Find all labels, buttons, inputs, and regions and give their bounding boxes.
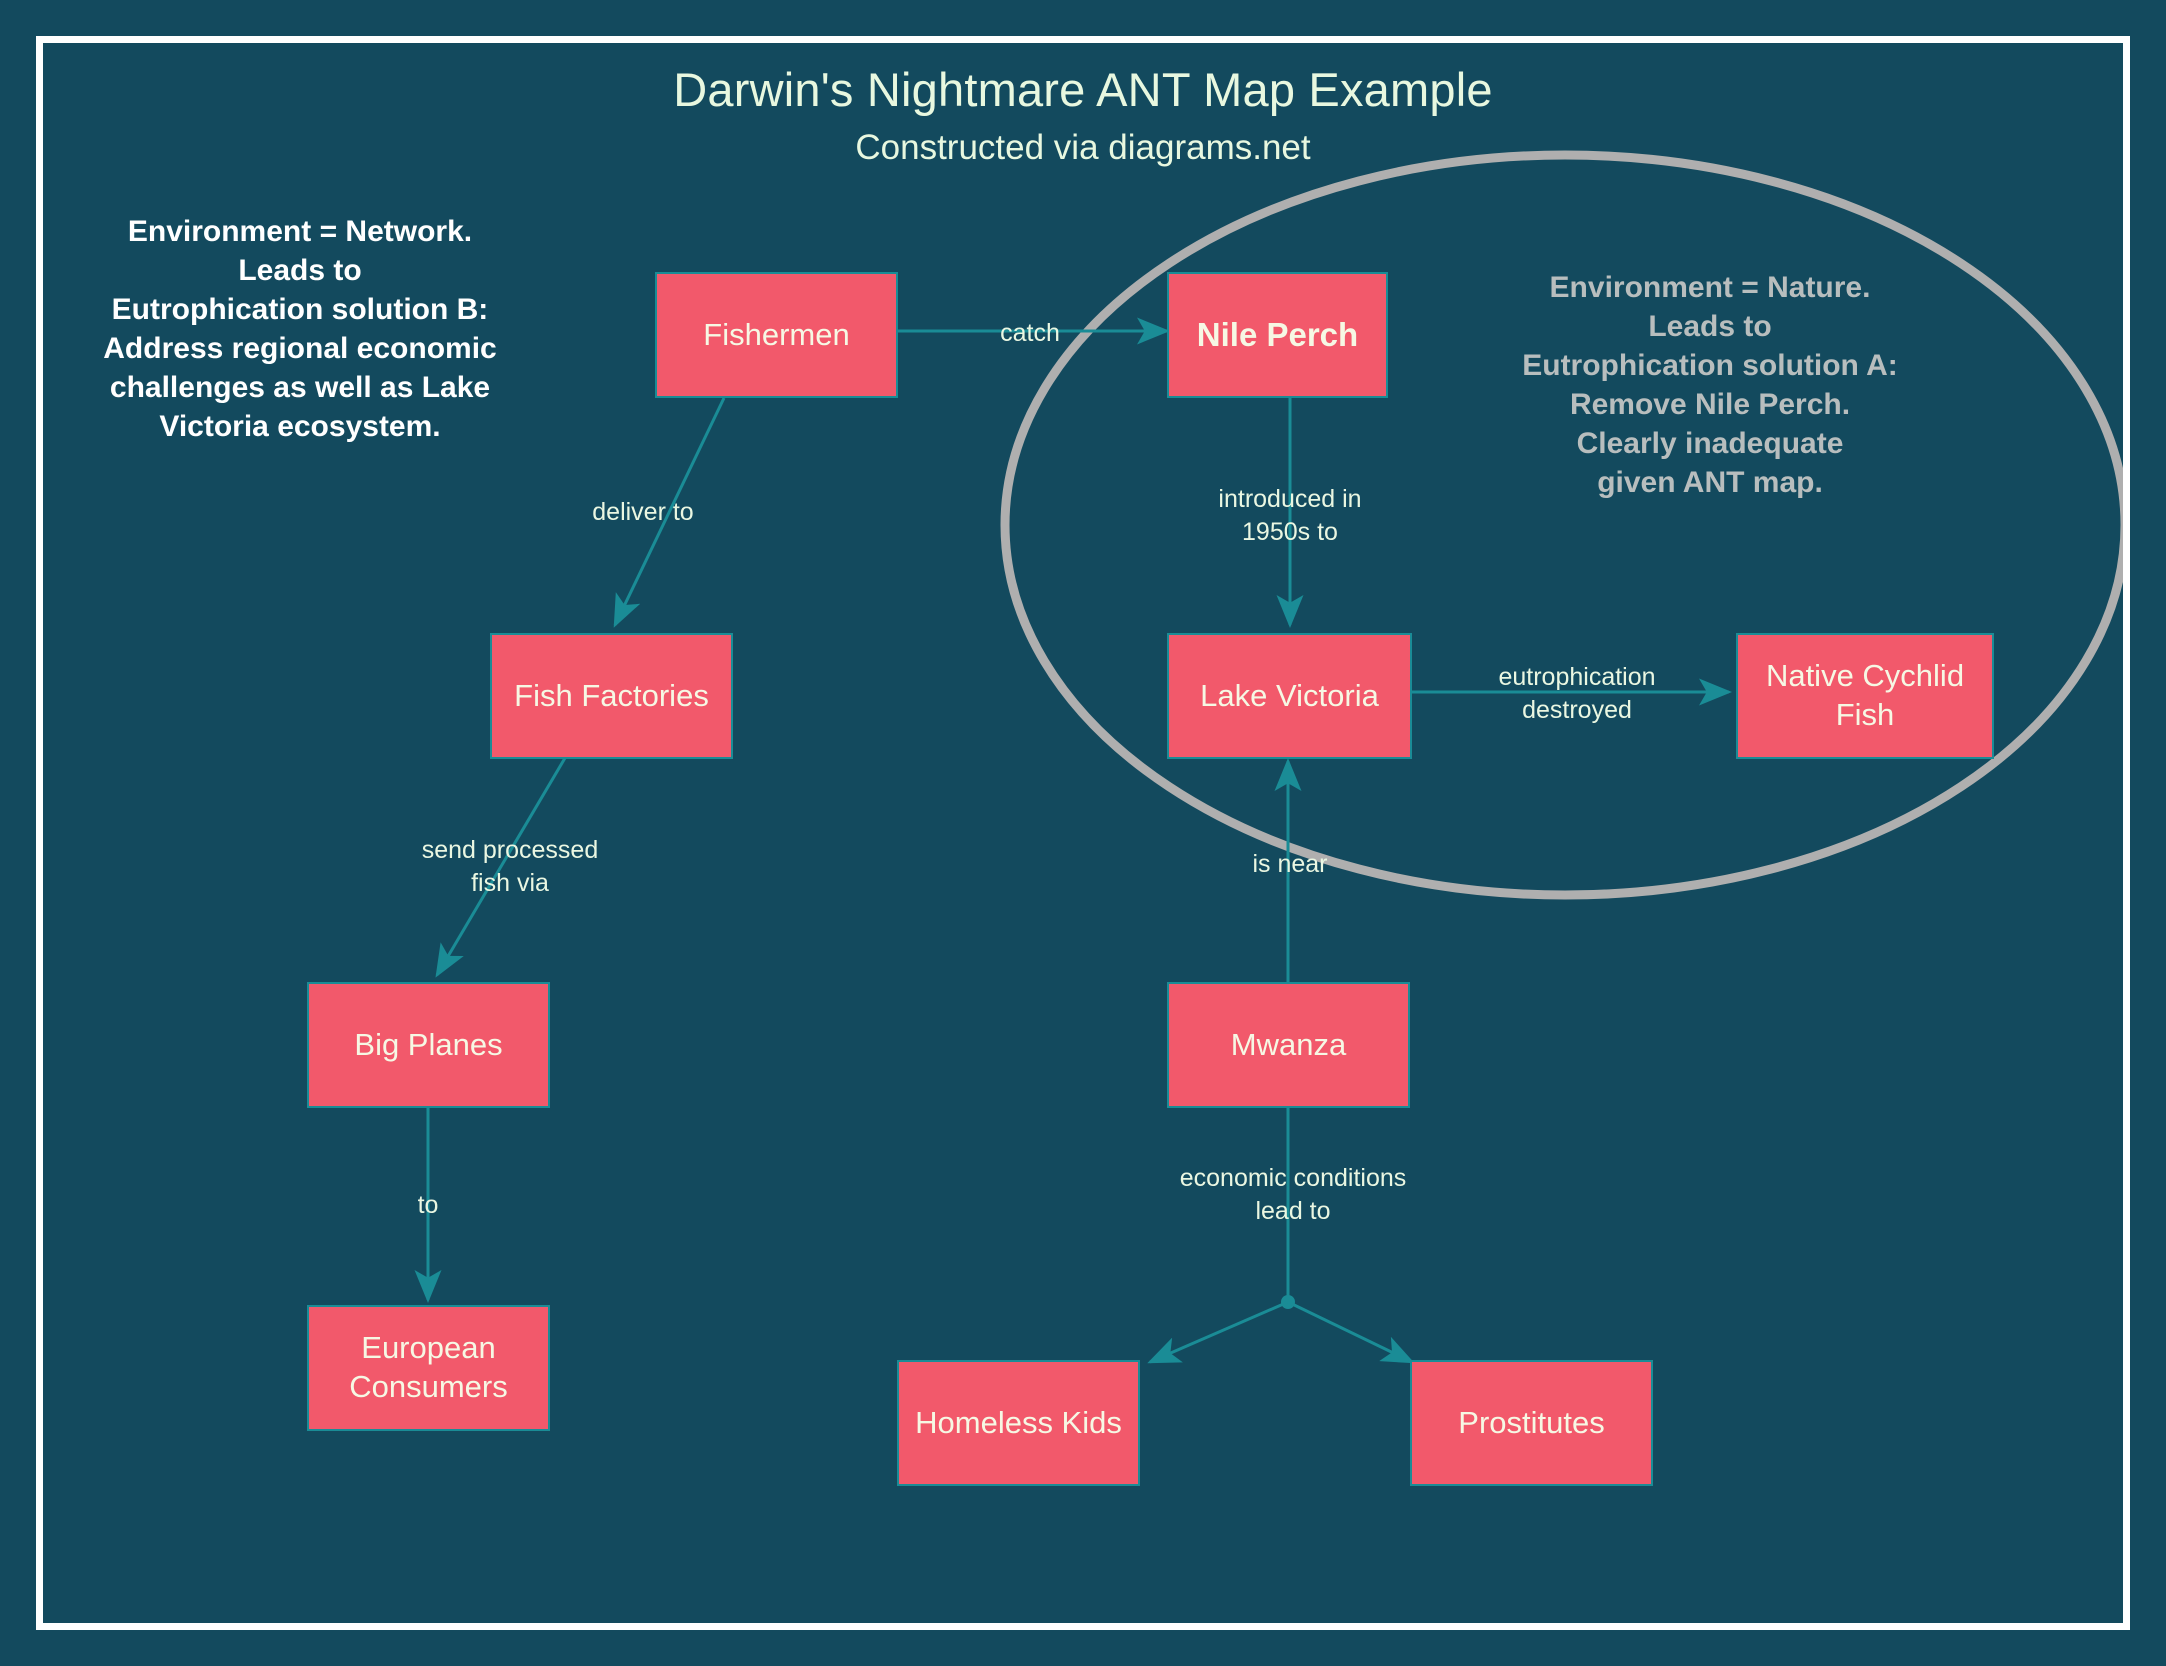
node-prostitutes[interactable]: Prostitutes	[1410, 1360, 1653, 1486]
node-big-planes[interactable]: Big Planes	[307, 982, 550, 1108]
edge-label-deliver-to: deliver to	[592, 498, 694, 526]
edge-label-send-processed: send processed fish via	[421, 836, 599, 897]
edge-economic-right	[1287, 1300, 1415, 1364]
edge-economic-left	[1147, 1300, 1289, 1364]
annotation-network: Environment = Network. Leads to Eutrophi…	[103, 215, 497, 443]
edge-deliver-line	[613, 397, 726, 628]
edge-label-economic-conditions: economic conditions lead to	[1179, 1164, 1407, 1225]
edge-label-catch: catch	[1000, 319, 1060, 347]
node-fishermen[interactable]: Fishermen	[655, 272, 898, 398]
node-european-consumers[interactable]: European Consumers	[307, 1305, 550, 1431]
node-lake-victoria[interactable]: Lake Victoria	[1167, 633, 1412, 759]
node-native-cychlid-fish[interactable]: Native Cychlid Fish	[1736, 633, 1994, 759]
node-homeless-kids[interactable]: Homeless Kids	[897, 1360, 1140, 1486]
page-title: Darwin's Nightmare ANT Map Example	[673, 63, 1493, 116]
edge-label-eutrophication: eutrophication destroyed	[1498, 663, 1656, 724]
node-fish-factories[interactable]: Fish Factories	[490, 633, 733, 759]
edge-label-introduced: introduced in 1950s to	[1218, 485, 1362, 546]
node-nile-perch[interactable]: Nile Perch	[1167, 272, 1388, 398]
node-mwanza[interactable]: Mwanza	[1167, 982, 1410, 1108]
page-subtitle: Constructed via diagrams.net	[855, 128, 1311, 167]
edge-label-is-near: is near	[1252, 850, 1328, 878]
edge-label-to: to	[417, 1191, 439, 1219]
edge-send-line	[435, 757, 567, 978]
annotation-nature: Environment = Nature. Leads to Eutrophic…	[1522, 271, 1898, 499]
